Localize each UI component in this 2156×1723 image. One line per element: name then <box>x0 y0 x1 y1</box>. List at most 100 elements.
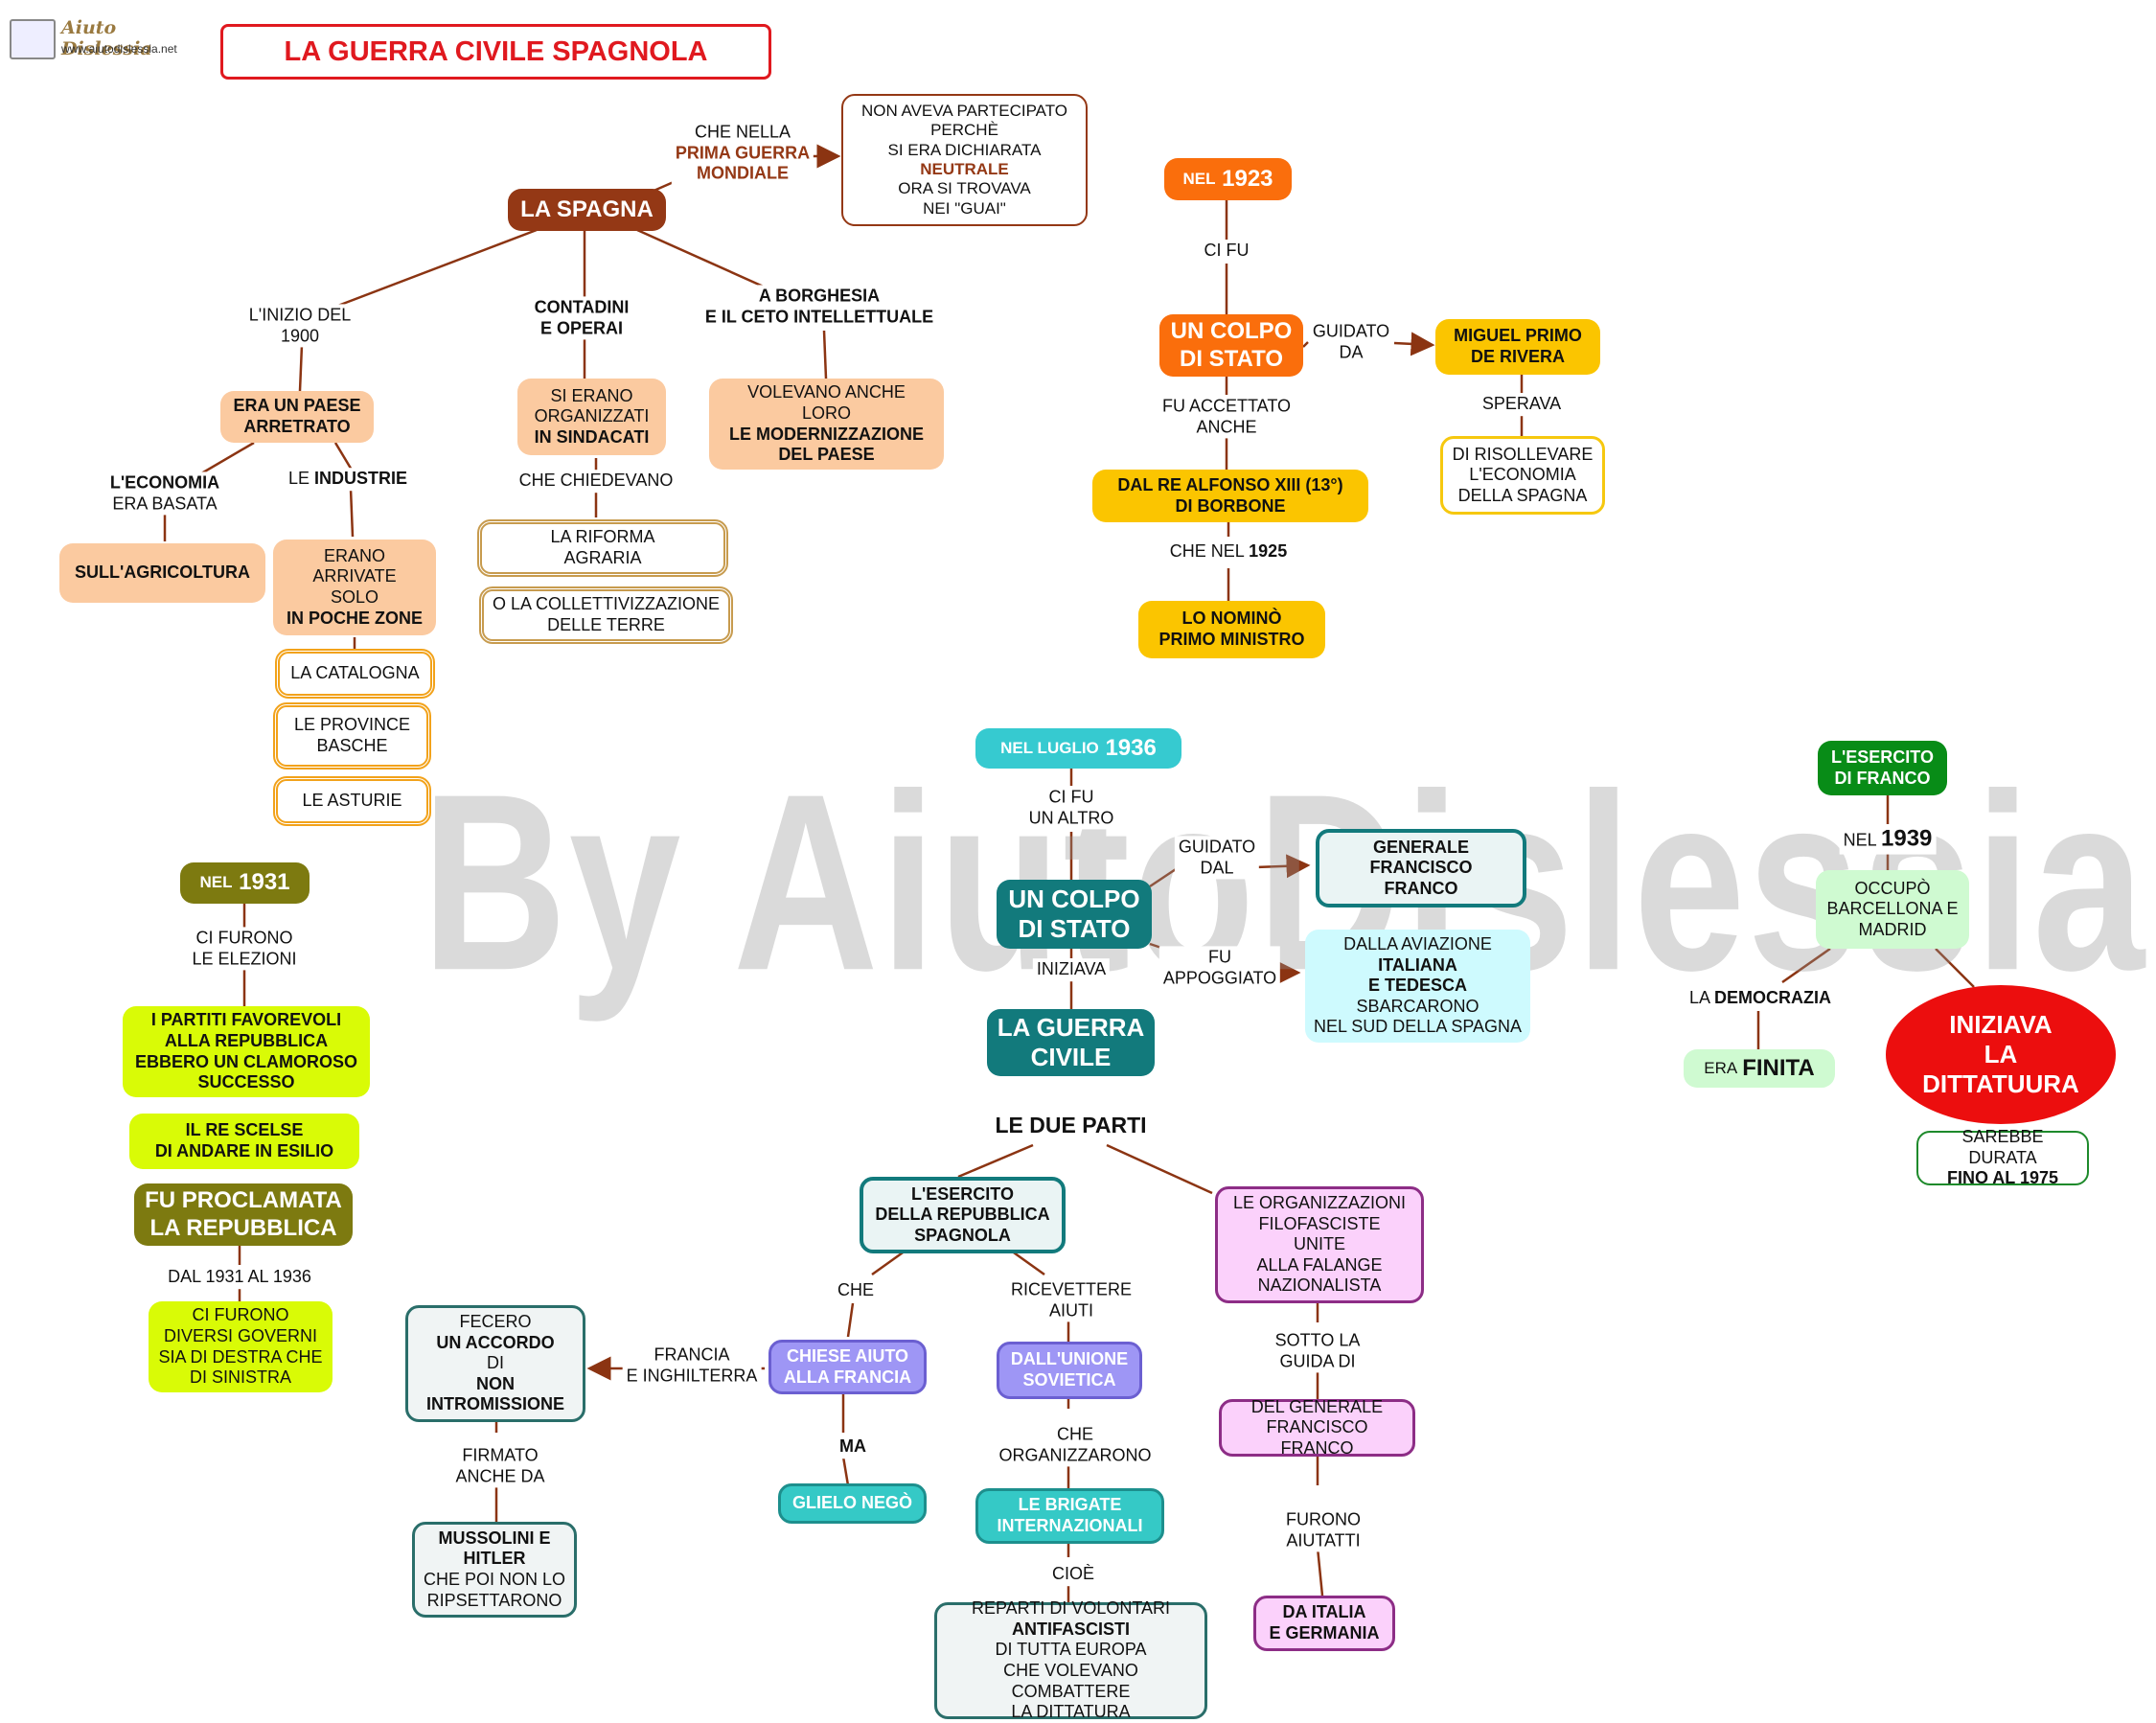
text-line: PRIMA GUERRA <box>675 143 811 163</box>
text-line: GENERALE <box>1372 837 1469 857</box>
text-line: IN SINDACATI <box>534 426 650 447</box>
label-che: CHE <box>833 1279 879 1302</box>
text-line: 1936 <box>1105 734 1157 761</box>
edge <box>636 228 777 294</box>
text-line: SOLO <box>330 587 378 607</box>
text-line: ERANO <box>323 545 385 565</box>
node-nel-1923[interactable]: NEL 1923 <box>1164 158 1292 200</box>
text-line: DELLA REPUBBLICA <box>875 1205 1050 1225</box>
text-line: SI ERANO <box>550 385 633 405</box>
text-line: DEL GENERALE <box>1250 1396 1384 1416</box>
text-line: CI FURONO <box>195 928 293 948</box>
text-line: L'ESERCITO <box>911 1183 1014 1204</box>
text-line: LE ELEZIONI <box>192 949 297 968</box>
node-glielo-nego[interactable]: GLIELO NEGÒ <box>778 1483 927 1524</box>
text-line: FU PROCLAMATA <box>145 1186 342 1213</box>
text-line: E OPERAI <box>539 318 624 337</box>
node-alfonso[interactable]: DAL RE ALFONSO XIII (13°)DI BORBONE <box>1092 470 1368 522</box>
text-line: FRANCISCO FRANCO <box>1266 1417 1368 1458</box>
node-due-parti[interactable]: LE DUE PARTI <box>995 1113 1147 1138</box>
text-line: E GERMANIA <box>1269 1623 1380 1643</box>
node-nel-1931[interactable]: NEL 1931 <box>180 862 310 904</box>
text-line: NEL <box>1843 830 1876 850</box>
label-chiedevano: CHE CHIEDEVANO <box>515 470 677 493</box>
node-asturie[interactable]: LE ASTURIE <box>273 776 431 826</box>
text-line: DI TUTTA EUROPA <box>995 1640 1147 1660</box>
text-line: CONTADINI <box>534 297 630 317</box>
text-line: AIUTATTI <box>1286 1530 1361 1550</box>
text-line: SOTTO LA <box>1274 1330 1361 1350</box>
text-line: FRANCISCO <box>1369 858 1473 878</box>
text-line: CHE VOLEVANO COMBATTERE <box>1003 1661 1138 1701</box>
node-luglio-1936[interactable]: NEL LUGLIO 1936 <box>975 728 1181 769</box>
text-line: LA REPUBBLICA <box>149 1214 337 1241</box>
text-line: LA DITTATURA <box>1011 1702 1131 1722</box>
text-line: NEL <box>199 873 233 892</box>
text-line: ALLA FALANGE <box>1256 1254 1383 1275</box>
text-line: L'ECONOMIA <box>1469 465 1576 485</box>
text-line: UN COLPO <box>1170 317 1293 344</box>
text-line: UN ALTRO <box>1028 808 1114 827</box>
edge <box>871 1249 906 1276</box>
text-line: ALLA FRANCIA <box>783 1367 912 1387</box>
text-line: HITLER <box>463 1549 526 1569</box>
text-line: CHIESE AIUTO <box>786 1345 909 1366</box>
text-line: I PARTITI FAVOREVOLI <box>150 1010 342 1030</box>
text-line: FURONO <box>1286 1509 1361 1529</box>
text-line: UNITE <box>1294 1234 1345 1254</box>
text-line: NEUTRALE <box>920 160 1009 178</box>
text-line: LA <box>1984 1039 2018 1068</box>
node-spagna[interactable]: LA SPAGNA <box>508 189 666 231</box>
text-line: GUIDA DI <box>1279 1351 1356 1370</box>
node-catalogna[interactable]: LA CATALOGNA <box>275 649 435 699</box>
text-line: RIPSETTARONO <box>426 1590 562 1610</box>
text-line: PERCHÈ <box>930 121 998 140</box>
text-line: NAZIONALISTA <box>1257 1275 1382 1296</box>
text-line: SI ERA DICHIARATA <box>887 140 1042 159</box>
node-agricoltura[interactable]: SULL'AGRICOLTURA <box>59 543 265 603</box>
label-che-nel-1925: CHE NEL 1925 <box>1165 540 1292 563</box>
text-line: IN POCHE ZONE <box>286 608 423 628</box>
node-finita[interactable]: ERA FINITA <box>1684 1049 1835 1088</box>
text-line: DI SINISTRA <box>189 1367 291 1388</box>
text-line: DI STATO <box>1179 345 1283 372</box>
text-line: SUCCESSO <box>197 1072 295 1092</box>
text-line: ORA SI TROVAVA <box>898 179 1031 198</box>
logo[interactable]: Aiuto Dislessia www.aiutodislessia.net <box>10 13 187 61</box>
